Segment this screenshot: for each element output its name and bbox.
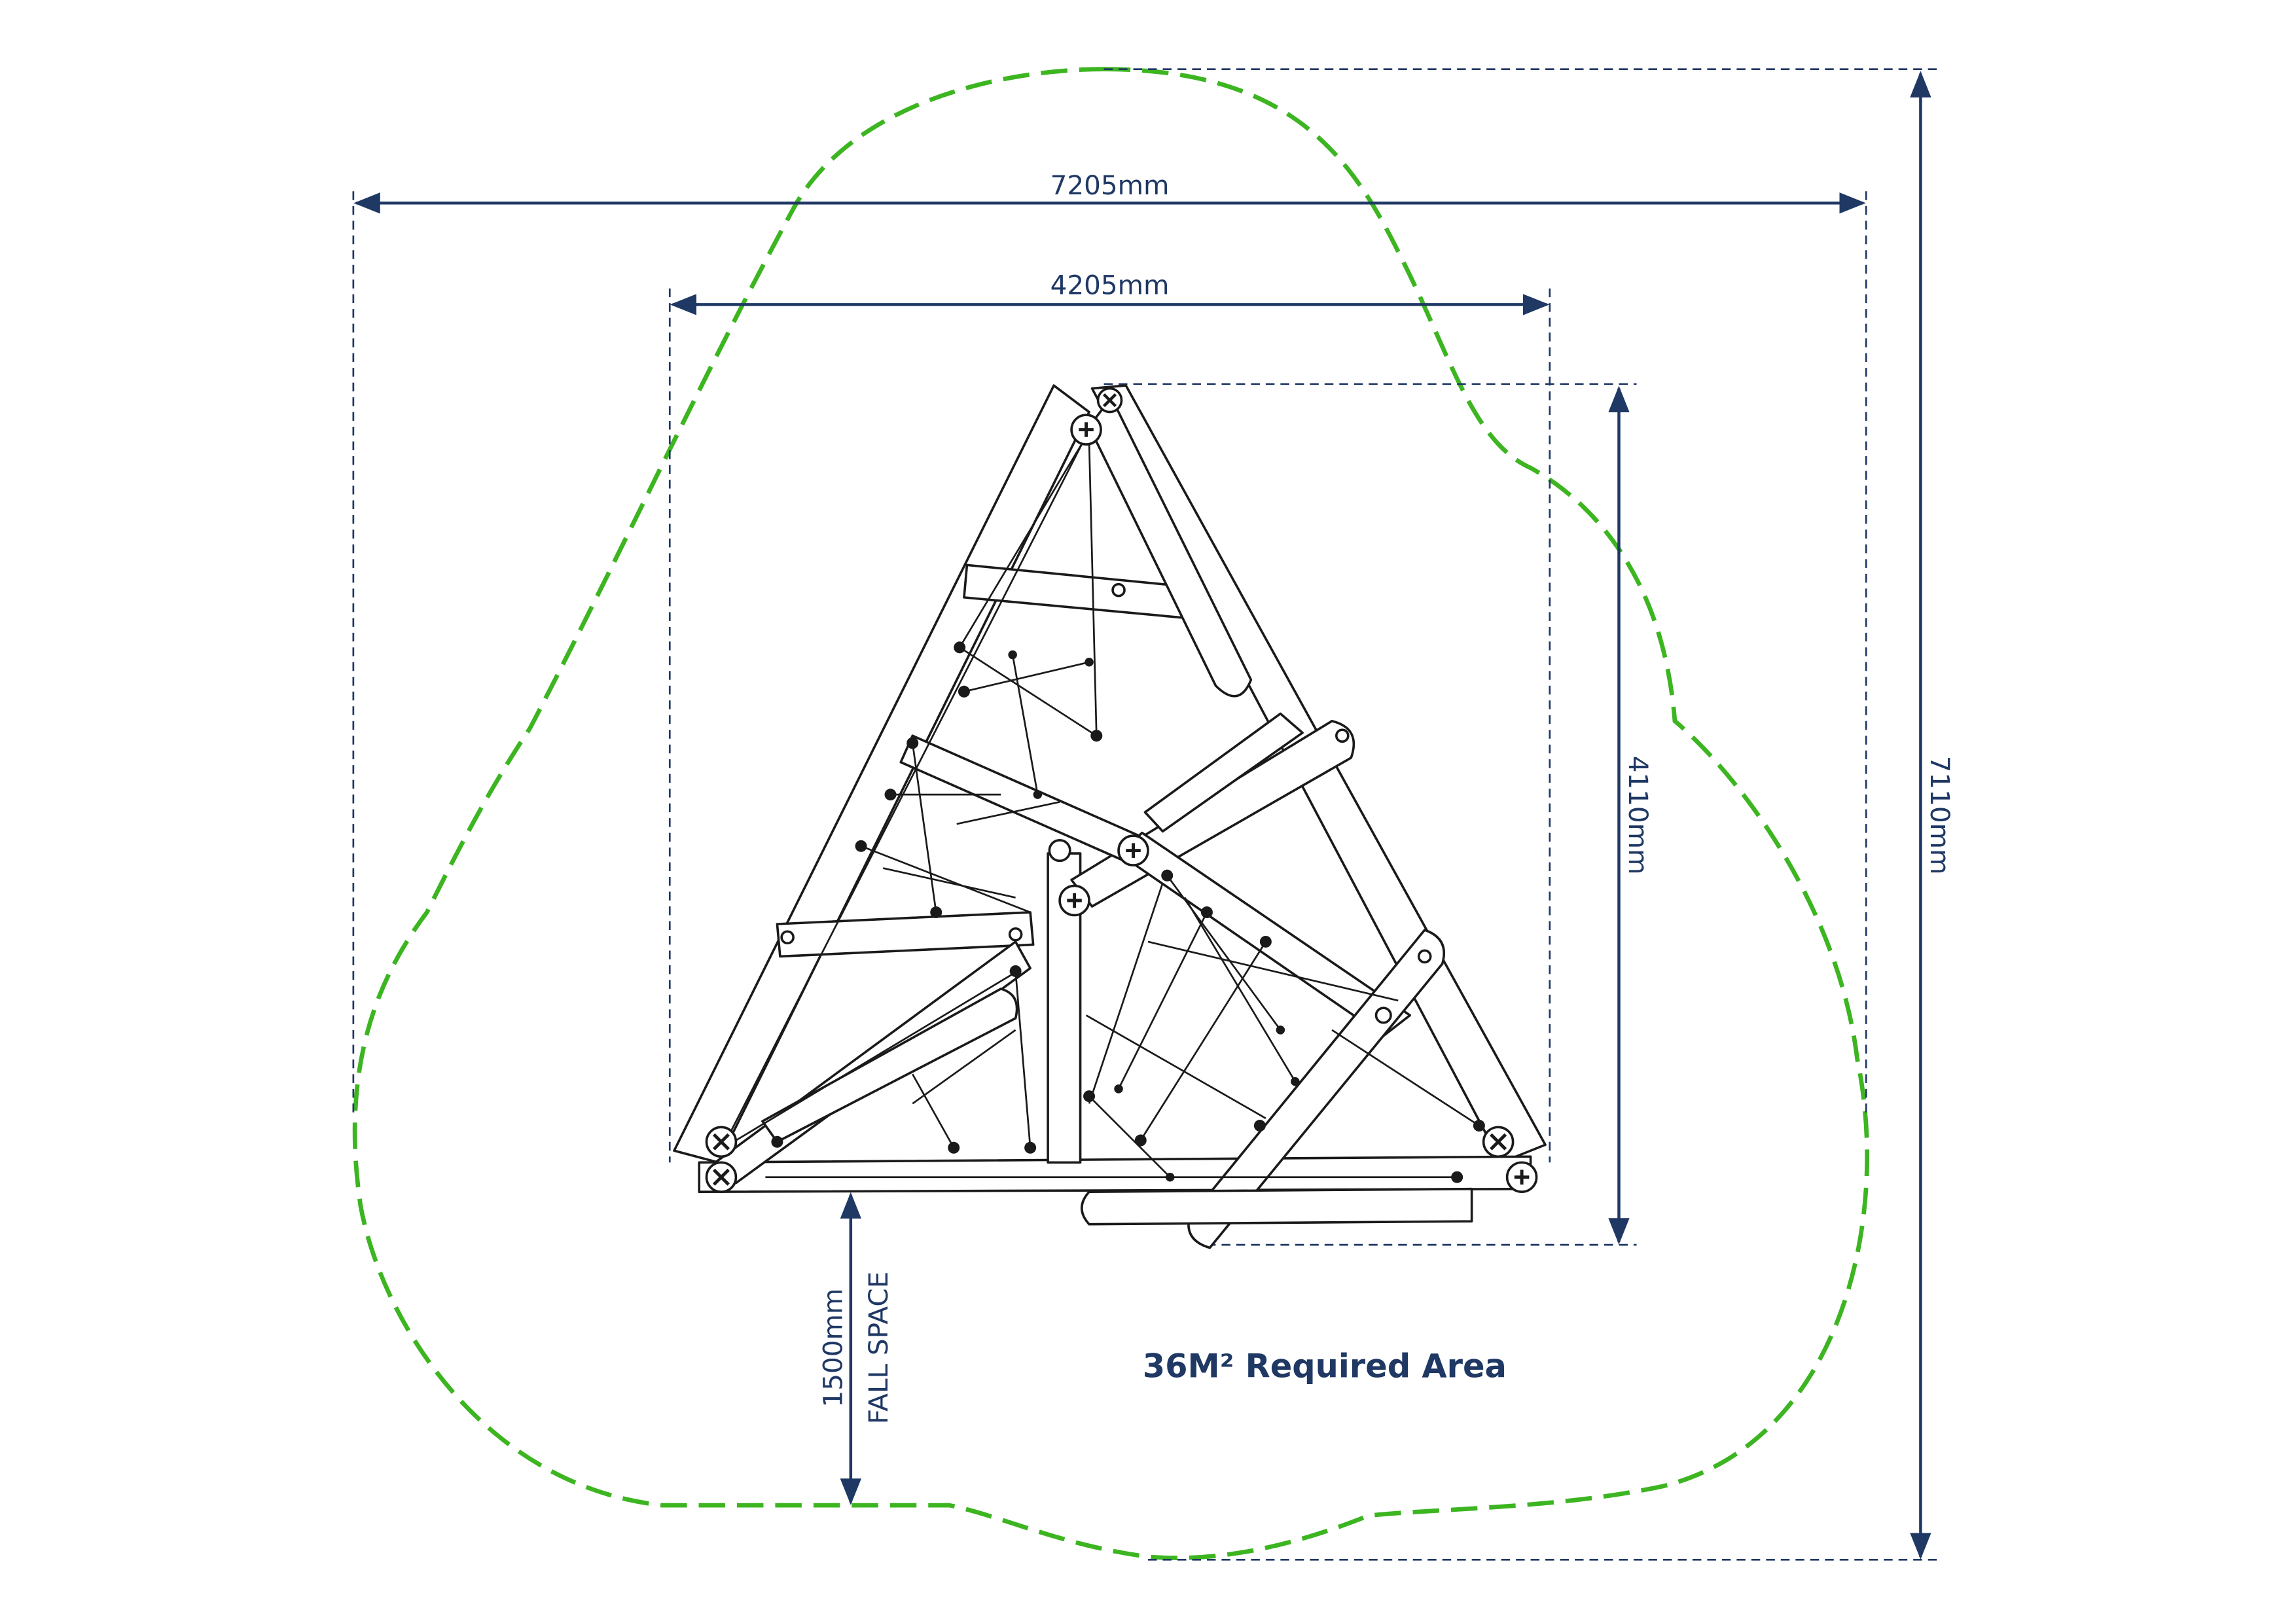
bolt-icon	[1070, 414, 1102, 446]
fall-space-label: FALL SPACE	[863, 1272, 894, 1425]
bolt-icon	[1117, 834, 1149, 866]
frame-poles	[673, 384, 1547, 1249]
bolt-icon	[1335, 728, 1350, 743]
required-area-label: 36M² Required Area	[1143, 1347, 1507, 1385]
bolt-icon	[1111, 582, 1126, 597]
bolt-icon	[1374, 1007, 1392, 1024]
overall-width-label: 7205mm	[1050, 169, 1170, 201]
dimension-lines	[353, 71, 1931, 1560]
frame-height-label: 4110mm	[1623, 756, 1654, 875]
rope-net	[729, 440, 1480, 1179]
bolt-icon	[1417, 949, 1432, 964]
overall-height-label: 7110mm	[1924, 756, 1956, 875]
bolt-icon	[780, 930, 795, 945]
bolt-icon	[1058, 884, 1090, 917]
bolt-icon	[1505, 1161, 1538, 1194]
fall-space-distance-label: 1500mm	[817, 1289, 848, 1408]
bolt-icon	[705, 1161, 738, 1194]
climbing-frame	[673, 384, 1547, 1249]
bolt-joints	[705, 387, 1538, 1194]
frame-width-label: 4205mm	[1050, 270, 1170, 301]
rope-knots	[771, 641, 1485, 1183]
fall-zone-outline	[352, 67, 1870, 1560]
bolt-icon	[705, 1126, 738, 1158]
bolt-icon	[1048, 839, 1071, 863]
bolt-icon	[1096, 387, 1123, 414]
bolt-icon	[1008, 927, 1023, 942]
bolt-icon	[1482, 1126, 1515, 1158]
extension-lines	[352, 68, 1937, 1561]
